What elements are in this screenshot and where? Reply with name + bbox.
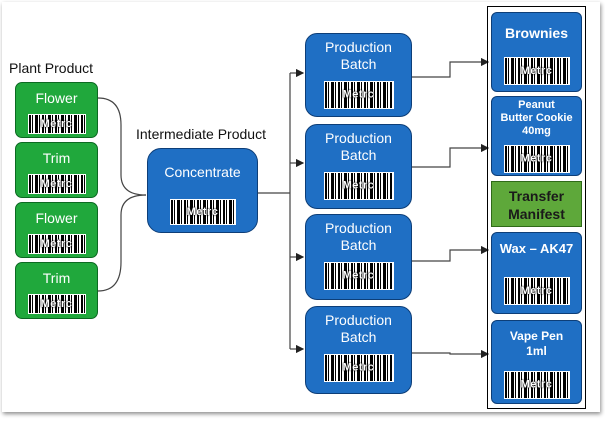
product-column-border <box>487 6 586 409</box>
plant-item-flower-1: Flower Metrc <box>15 82 98 138</box>
production-batch-1: Production Batch Metrc <box>305 33 412 117</box>
intermediate-product-heading: Intermediate Product <box>136 126 266 142</box>
barcode-text: Metrc <box>520 285 553 297</box>
barcode-text: Metrc <box>520 152 553 165</box>
production-batch-2: Production Batch Metrc <box>305 124 412 209</box>
batch-label-line1: Production <box>325 39 392 55</box>
plant-item-trim-1: Trim Metrc <box>15 142 98 198</box>
barcode-text: Metrc <box>40 178 73 190</box>
barcode-icon: Metrc <box>503 371 570 399</box>
batch-label-line1: Production <box>325 312 392 328</box>
plant-item-label: Flower <box>35 210 78 226</box>
arrow-product-3 <box>412 245 490 262</box>
plant-item-label: Trim <box>42 270 71 286</box>
batch-label-line1: Production <box>325 130 392 146</box>
barcode-text: Metrc <box>186 206 219 218</box>
barcode-icon: Metrc <box>27 234 86 254</box>
concentrate-box: Concentrate Metrc <box>147 148 258 233</box>
arrow-product-2 <box>412 143 490 168</box>
product-label-line1: Peanut <box>518 99 555 111</box>
barcode-text: Metrc <box>40 118 73 130</box>
barcode-text: Metrc <box>342 179 375 192</box>
product-label-line1: Vape Pen <box>509 329 564 343</box>
barcode-icon: Metrc <box>323 81 394 109</box>
barcode-icon: Metrc <box>169 199 236 225</box>
barcode-icon: Metrc <box>27 114 86 134</box>
product-label-line1: Wax – AK47 <box>499 241 574 256</box>
arrow-product-4 <box>412 349 490 359</box>
product-brownies: Brownies Metrc <box>491 12 582 92</box>
plant-item-flower-2: Flower Metrc <box>15 202 98 258</box>
production-batch-4: Production Batch Metrc <box>305 306 412 394</box>
barcode-text: Metrc <box>40 238 73 250</box>
batch-label-line1: Production <box>325 220 392 236</box>
product-label-line3: 40mg <box>522 125 551 137</box>
barcode-icon: Metrc <box>503 277 570 305</box>
barcode-text: Metrc <box>40 298 73 310</box>
barcode-text: Metrc <box>342 361 375 374</box>
transfer-manifest-box: Transfer Manifest <box>491 181 582 227</box>
plant-item-trim-2: Trim Metrc <box>15 262 98 319</box>
barcode-text: Metrc <box>520 378 553 391</box>
barcode-icon: Metrc <box>503 57 570 85</box>
barcode-icon: Metrc <box>503 145 570 173</box>
product-label-line2: 1ml <box>526 344 547 358</box>
batch-label-line2: Batch <box>340 329 377 345</box>
plant-brace-lower <box>97 194 147 292</box>
batch-label-line2: Batch <box>340 147 377 163</box>
barcode-icon: Metrc <box>323 262 394 290</box>
concentrate-label: Concentrate <box>164 164 241 180</box>
plant-product-heading: Plant Product <box>9 60 94 76</box>
production-batch-3: Production Batch Metrc <box>305 214 412 300</box>
product-vape-pen: Vape Pen 1ml Metrc <box>491 320 582 404</box>
barcode-text: Metrc <box>520 65 553 77</box>
arrow-product-1 <box>412 57 490 78</box>
barcode-text: Metrc <box>342 269 375 282</box>
product-label-line1: Brownies <box>504 25 568 41</box>
barcode-icon: Metrc <box>27 174 86 194</box>
barcode-icon: Metrc <box>27 294 86 314</box>
manifest-label-line2: Manifest <box>508 206 565 222</box>
manifest-label-line1: Transfer <box>508 188 565 204</box>
product-label-line2: Butter Cookie <box>500 112 573 124</box>
plant-item-label: Flower <box>35 90 78 106</box>
product-peanut-butter-cookie: Peanut Butter Cookie 40mg Metrc <box>491 96 582 176</box>
product-wax-ak47: Wax – AK47 Metrc <box>491 232 582 314</box>
barcode-icon: Metrc <box>323 172 394 200</box>
batch-label-line2: Batch <box>340 237 377 253</box>
plant-brace <box>97 97 147 196</box>
plant-item-label: Trim <box>42 150 71 166</box>
barcode-icon: Metrc <box>323 354 394 382</box>
batch-label-line2: Batch <box>340 56 377 72</box>
barcode-text: Metrc <box>342 88 375 101</box>
